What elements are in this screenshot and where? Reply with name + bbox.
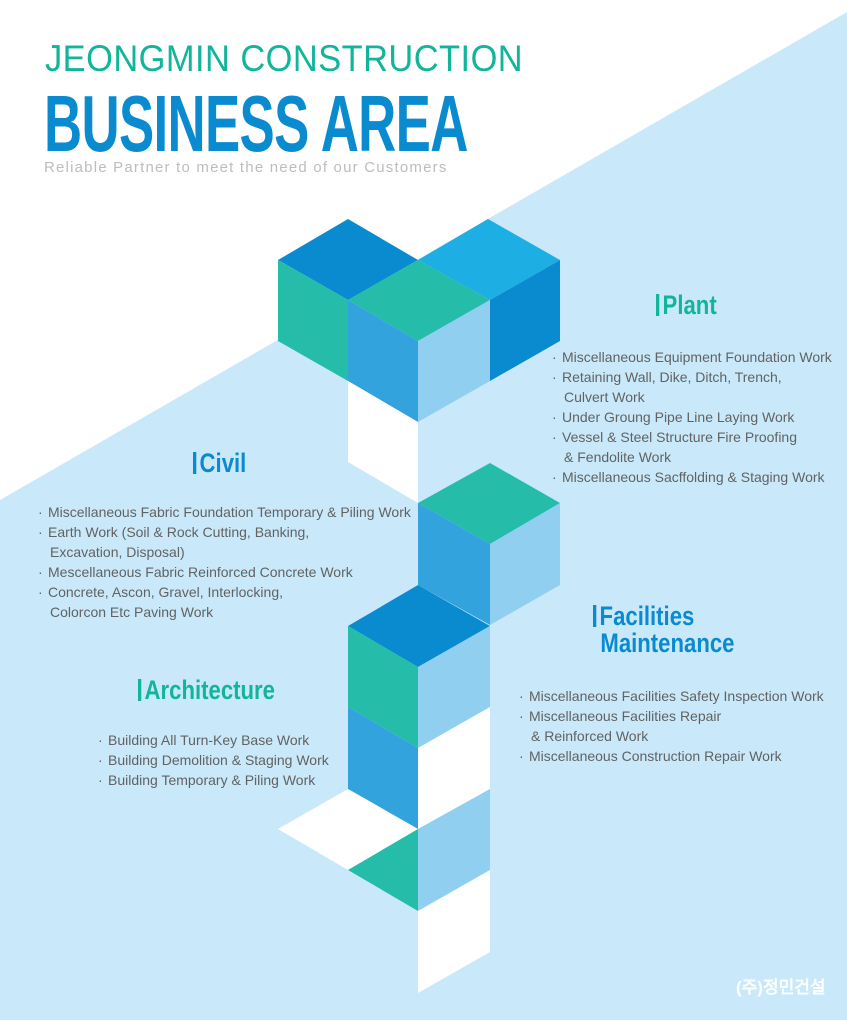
cube-face: [418, 626, 490, 748]
list-item: Concrete, Ascon, Gravel, Interlocking, Co…: [38, 582, 411, 622]
item-text: Concrete, Ascon, Gravel, Interlocking,: [48, 584, 283, 600]
heading-bar: [656, 294, 660, 316]
plant-heading: Plant: [656, 292, 717, 319]
item-text: Vessel & Steel Structure Fire Proofing: [562, 429, 797, 445]
list-item: Earth Work (Soil & Rock Cutting, Banking…: [38, 522, 411, 562]
cube-face: [348, 300, 418, 422]
list-item: Building All Turn-Key Base Work: [98, 730, 329, 750]
facilities-title-line2: Maintenance: [600, 628, 735, 658]
list-item: Miscellaneous Construction Repair Work: [519, 746, 824, 766]
list-item: Retaining Wall, Dike, Ditch, Trench, Culv…: [552, 367, 832, 407]
item-text: Earth Work (Soil & Rock Cutting, Banking…: [48, 524, 310, 540]
cube-face: [278, 219, 418, 300]
tagline: Reliable Partner to meet the need of our…: [44, 159, 448, 176]
item-text: Miscellaneous Sacffolding & Staging Work: [562, 469, 825, 485]
heading-bar: [193, 452, 197, 474]
item-text: Mescellaneous Fabric Reinforced Concrete…: [48, 564, 353, 580]
company-name: JEONGMIN CONSTRUCTION: [45, 38, 524, 79]
cube-face: [490, 260, 560, 381]
item-text: Miscellaneous Construction Repair Work: [529, 748, 782, 764]
cube-face: [348, 626, 418, 748]
list-item: Under Groung Pipe Line Laying Work: [552, 407, 832, 427]
cube-face: [348, 829, 418, 911]
cube-face: [348, 707, 418, 829]
civil-heading: Civil: [193, 450, 246, 477]
item-text: Retaining Wall, Dike, Ditch, Trench,: [562, 369, 782, 385]
cube-face: [348, 381, 418, 503]
item-text: Miscellaneous Facilities Repair: [529, 708, 722, 724]
cube-face: [418, 503, 490, 625]
item-text: Miscellaneous Facilities Safety Inspecti…: [529, 688, 824, 704]
list-item: Mescellaneous Fabric Reinforced Concrete…: [38, 562, 411, 582]
item-text: Building All Turn-Key Base Work: [108, 732, 310, 748]
item-text: Miscellaneous Equipment Foundation Work: [562, 349, 832, 365]
list-item: Miscellaneous Facilities Repair & Reinfor…: [519, 706, 824, 746]
cube-face: [278, 789, 418, 870]
item-text-continued: Colorcon Etc Paving Work: [50, 604, 214, 620]
item-text-continued: Culvert Work: [564, 389, 645, 405]
item-text: Building Temporary & Piling Work: [108, 772, 316, 788]
architecture-heading: Architecture: [138, 677, 275, 704]
item-text-continued: & Reinforced Work: [531, 728, 649, 744]
list-item: Vessel & Steel Structure Fire Proofing & …: [552, 427, 832, 467]
heading-bar: [593, 605, 597, 627]
cube-face: [418, 300, 490, 422]
item-text-continued: Excavation, Disposal): [50, 544, 185, 560]
civil-list: Miscellaneous Fabric Foundation Temporar…: [38, 502, 411, 622]
plant-title: Plant: [662, 290, 717, 320]
cube-face: [348, 260, 490, 341]
plant-list: Miscellaneous Equipment Foundation Work …: [552, 347, 832, 487]
heading-bar: [138, 679, 142, 701]
architecture-list: Building All Turn-Key Base Work Building…: [98, 730, 329, 790]
item-text-continued: & Fendolite Work: [564, 449, 672, 465]
list-item: Miscellaneous Sacffolding & Staging Work: [552, 467, 832, 487]
page-title: BUSINESS AREA: [44, 79, 468, 168]
item-text: Building Demolition & Staging Work: [108, 752, 329, 768]
item-text: Under Groung Pipe Line Laying Work: [562, 409, 795, 425]
cube-face: [418, 463, 560, 544]
list-item: Miscellaneous Equipment Foundation Work: [552, 347, 832, 367]
civil-title: Civil: [199, 448, 247, 478]
list-item: Miscellaneous Fabric Foundation Temporar…: [38, 502, 411, 522]
footer-company-korean: (주)정민건설: [736, 978, 826, 997]
cube-face: [278, 260, 348, 381]
list-item: Miscellaneous Facilities Safety Inspecti…: [519, 686, 824, 706]
cube-face: [418, 707, 490, 829]
architecture-title: Architecture: [144, 675, 275, 705]
item-text: Miscellaneous Fabric Foundation Temporar…: [48, 504, 411, 520]
facilities-title-line1: Facilities: [599, 601, 695, 631]
cube-face: [418, 219, 560, 300]
cube-face: [418, 870, 490, 993]
cube-face: [490, 503, 560, 625]
facilities-list: Miscellaneous Facilities Safety Inspecti…: [519, 686, 824, 766]
list-item: Building Temporary & Piling Work: [98, 770, 329, 790]
list-item: Building Demolition & Staging Work: [98, 750, 329, 770]
cube-face: [418, 789, 490, 911]
